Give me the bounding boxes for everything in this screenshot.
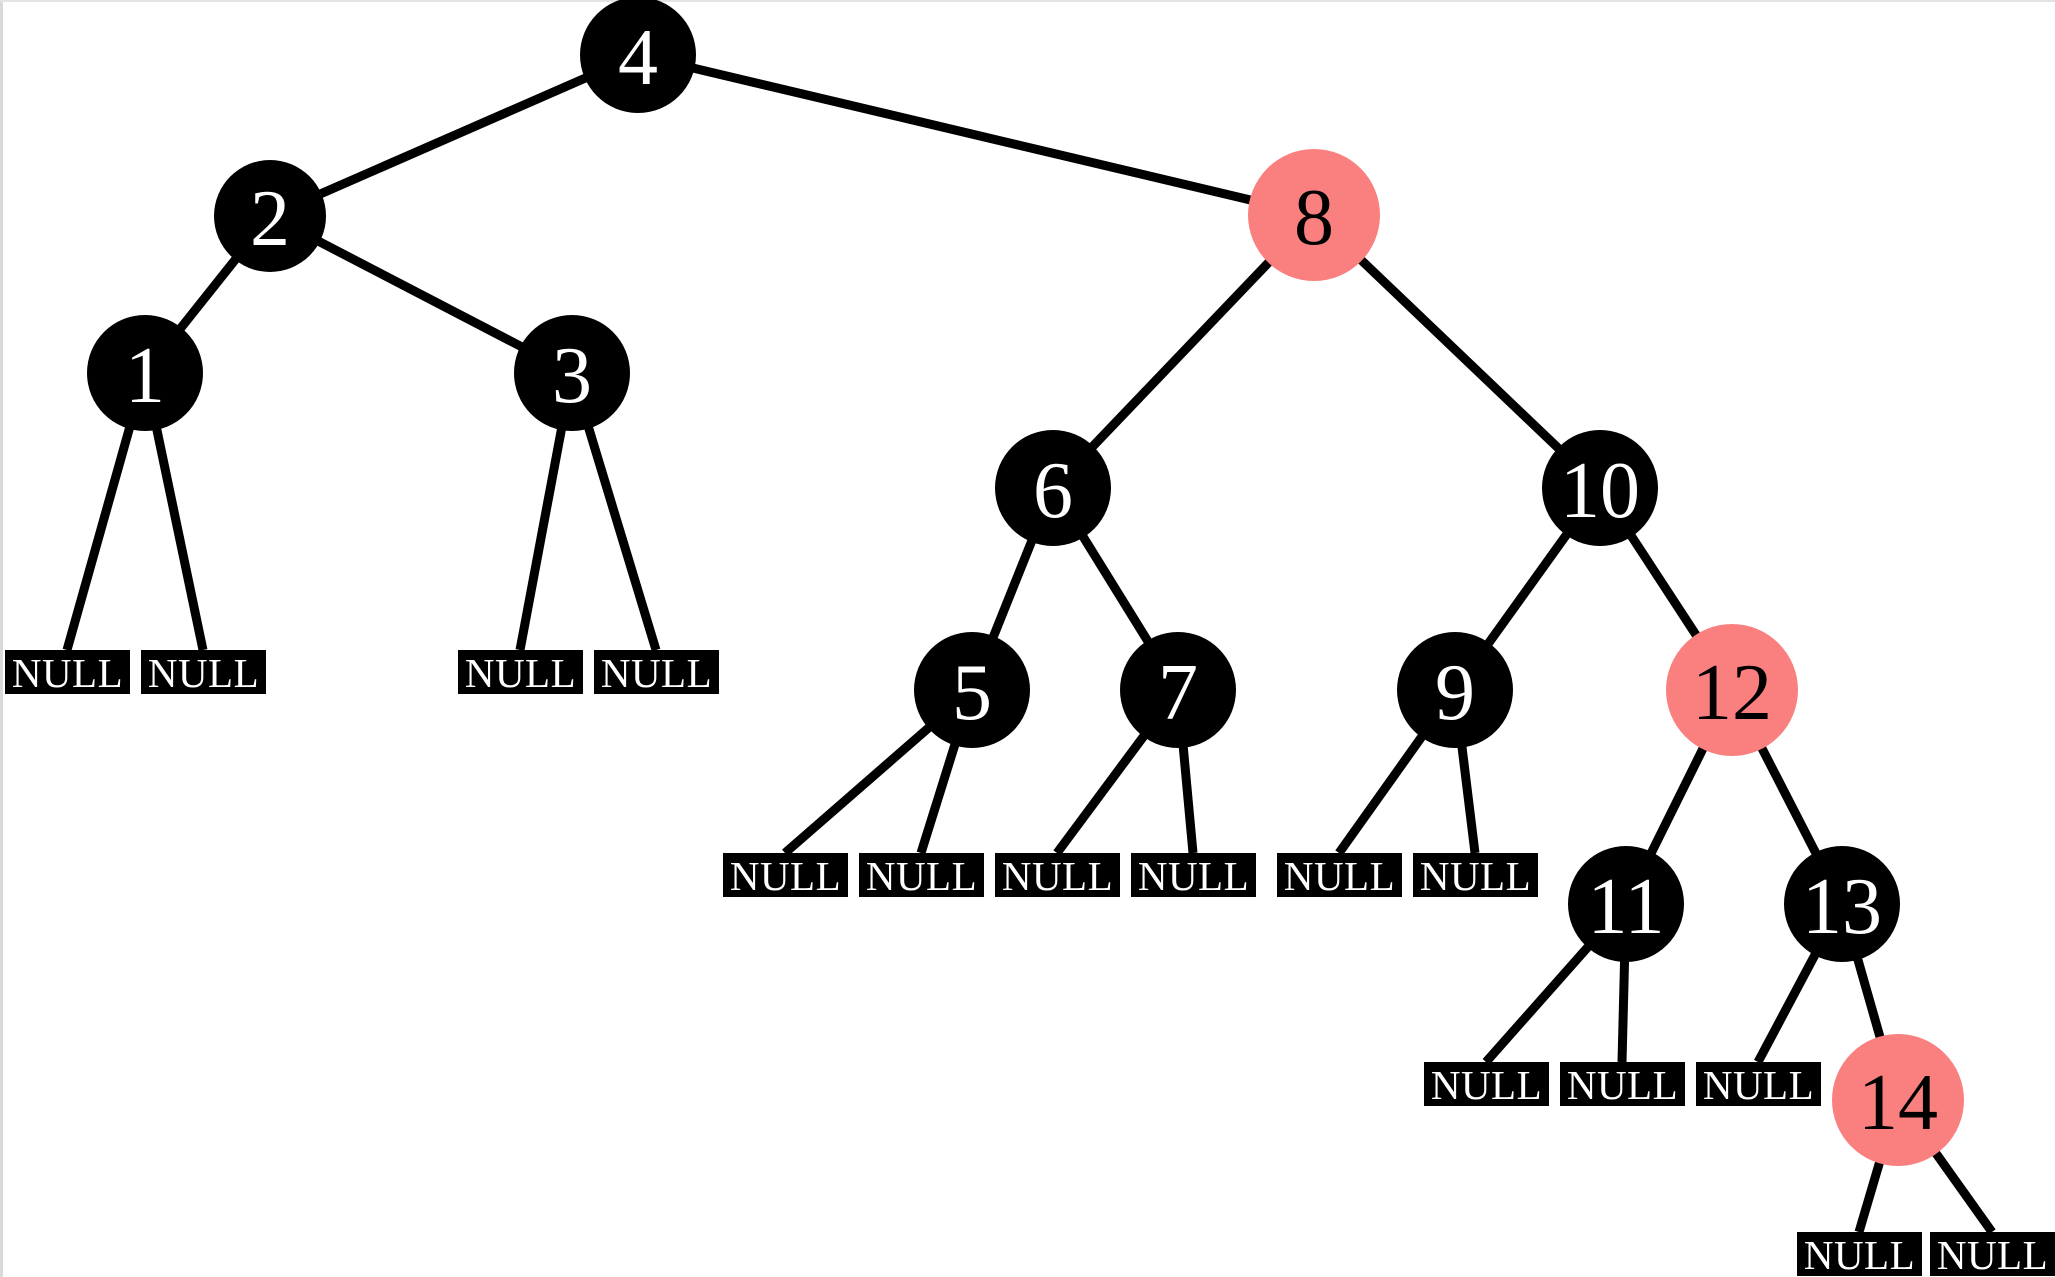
null-leaf-label: NULL [1002,853,1113,899]
null-leaf[interactable]: NULL [141,650,266,696]
null-leaf-box [141,650,266,694]
tree-node-9[interactable]: 9 [1397,632,1513,748]
tree-node-3[interactable]: 3 [514,315,630,431]
null-leaf-label: NULL [1138,853,1249,899]
node-value-label: 11 [1587,863,1664,951]
null-leaf-box [995,853,1120,897]
null-leaf-box [594,650,719,694]
null-leaf-box [5,650,130,694]
node-value-label: 6 [1033,447,1073,535]
tree-node-1[interactable]: 1 [87,315,203,431]
node-circle [1120,632,1236,748]
null-leaf-label: NULL [1431,1062,1542,1108]
null-leaf-label: NULL [730,853,841,899]
node-circle [1397,632,1513,748]
node-circle [1248,149,1380,281]
null-leaf-label: NULL [148,650,259,696]
null-leaf-box [723,853,848,897]
null-leaf[interactable]: NULL [1424,1062,1549,1108]
node-value-label: 13 [1802,863,1882,951]
node-circle [87,315,203,431]
null-leaf[interactable]: NULL [859,853,984,899]
tree-node-8[interactable]: 8 [1248,149,1380,281]
left-edge-rule [0,0,3,1277]
null-leaf-label: NULL [601,650,712,696]
tree-edge [268,50,640,221]
null-leaf-label: NULL [1937,1232,2048,1277]
null-leaf[interactable]: NULL [1930,1232,2055,1277]
node-value-label: 12 [1692,649,1772,737]
null-leaf-box [859,853,984,897]
null-leaf-box [458,650,583,694]
node-circle [914,632,1030,748]
null-leaf[interactable]: NULL [1696,1062,1821,1108]
null-leaf-box [1696,1062,1821,1106]
node-value-label: 5 [952,649,992,737]
node-value-label: 8 [1294,174,1334,262]
null-leaves-layer: NULL NULL NULL NULL NULL NULL NULL NULL NULL NULL… [5,650,2055,1277]
null-leaf[interactable]: NULL [995,853,1120,899]
null-leaf-box [1930,1232,2055,1276]
node-circle [1832,1034,1964,1166]
node-circle [514,315,630,431]
node-circle [1568,846,1684,962]
node-value-label: 10 [1560,447,1640,535]
null-leaf-box [1277,853,1402,897]
null-leaf-box [1560,1062,1685,1106]
node-circle [1784,846,1900,962]
node-circle [1666,624,1798,756]
node-value-label: 4 [618,14,658,102]
null-leaf-label: NULL [1284,853,1395,899]
tree-node-12[interactable]: 12 [1666,624,1798,756]
top-edge-rule [0,0,2055,2]
null-leaf-box [1413,853,1538,897]
null-leaf-label: NULL [1804,1232,1915,1277]
node-value-label: 2 [250,175,290,263]
node-circle [995,430,1111,546]
null-leaf-label: NULL [1703,1062,1814,1108]
null-leaf[interactable]: NULL [1413,853,1538,899]
null-leaf[interactable]: NULL [723,853,848,899]
null-leaf-box [1131,853,1256,897]
node-value-label: 1 [125,332,165,420]
tree-node-11[interactable]: 11 [1568,846,1684,962]
null-leaf[interactable]: NULL [1797,1232,1922,1277]
null-leaf[interactable]: NULL [458,650,583,696]
null-leaf[interactable]: NULL [1277,853,1402,899]
node-value-label: 3 [552,332,592,420]
null-leaf-box [1424,1062,1549,1106]
tree-node-5[interactable]: 5 [914,632,1030,748]
node-circle [1542,430,1658,546]
null-leaf[interactable]: NULL [1131,853,1256,899]
tree-node-13[interactable]: 13 [1784,846,1900,962]
null-leaf[interactable]: NULL [5,650,130,696]
null-leaf[interactable]: NULL [594,650,719,696]
null-leaf[interactable]: NULL [1560,1062,1685,1108]
null-leaf-label: NULL [1420,853,1531,899]
null-leaf-label: NULL [1567,1062,1678,1108]
tree-node-7[interactable]: 7 [1120,632,1236,748]
null-leaf-label: NULL [866,853,977,899]
tree-node-14[interactable]: 14 [1832,1034,1964,1166]
null-leaf-label: NULL [465,650,576,696]
tree-edge [636,50,1316,220]
null-leaf-label: NULL [12,650,123,696]
null-leaf-box [1797,1232,1922,1276]
node-circle [214,160,326,272]
node-value-label: 7 [1158,649,1198,737]
tree-node-6[interactable]: 6 [995,430,1111,546]
node-value-label: 9 [1435,649,1475,737]
node-value-label: 14 [1858,1059,1938,1147]
tree-node-2[interactable]: 2 [214,160,326,272]
tree-node-4[interactable]: 4 [580,0,696,113]
tree-node-10[interactable]: 10 [1542,430,1658,546]
node-circle [580,0,696,113]
